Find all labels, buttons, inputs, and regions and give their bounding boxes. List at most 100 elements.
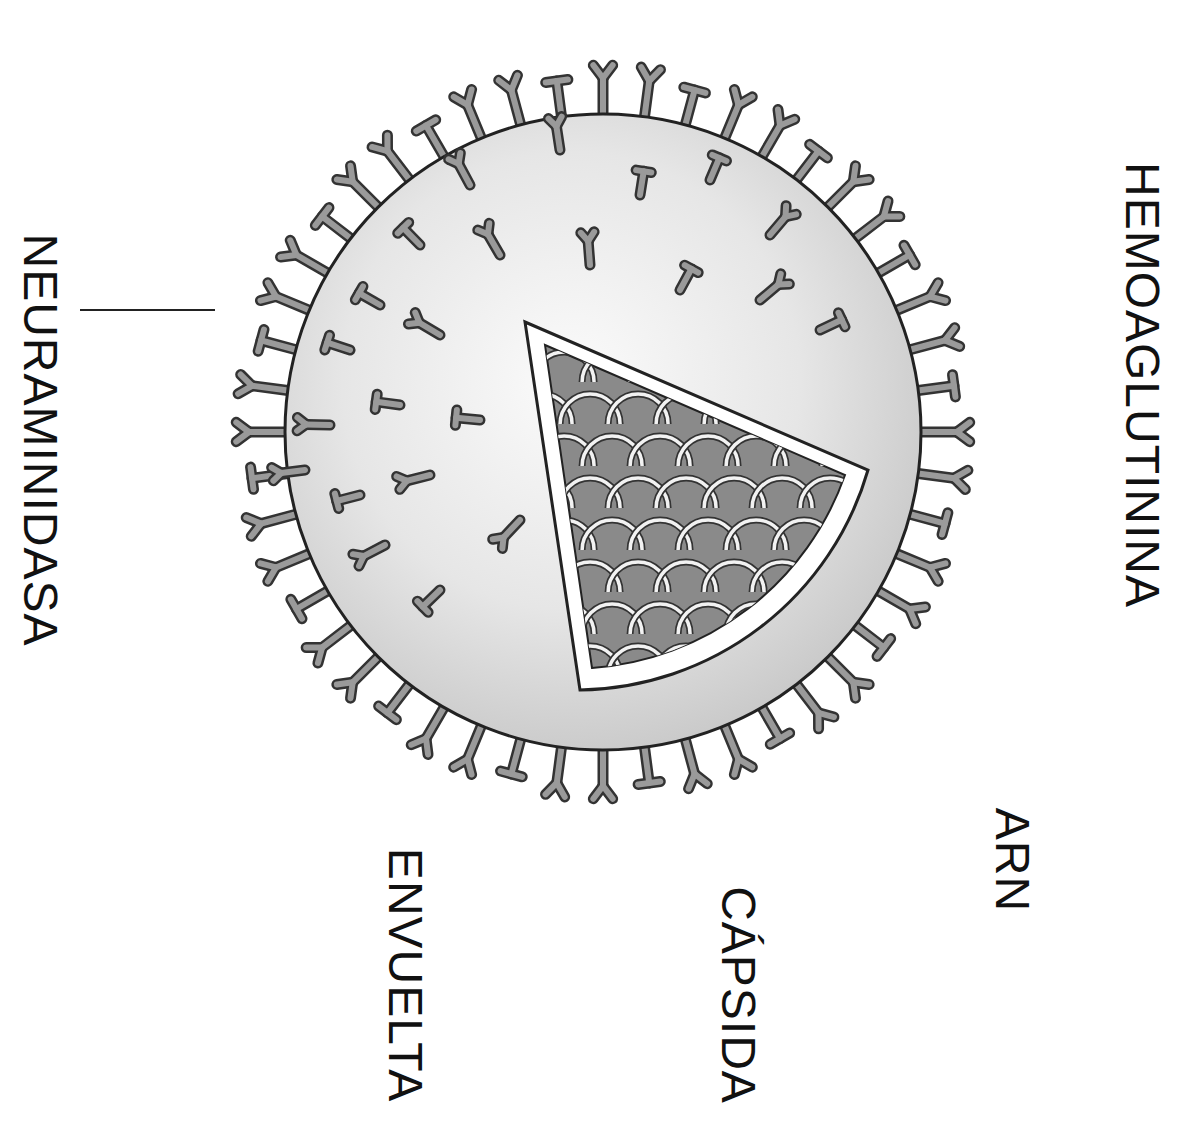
rna-coil: [774, 352, 834, 382]
glycoprotein-spike: [258, 330, 264, 352]
glycoprotein-spike: [853, 682, 869, 684]
rna-coil: [822, 436, 882, 466]
part-label: ARN: [988, 806, 1036, 914]
glycoprotein-spike: [760, 125, 780, 160]
glycoprotein-spike: [261, 513, 300, 523]
rna-coil: [630, 352, 690, 382]
glycoprotein-spike: [364, 545, 385, 556]
glycoprotein-spike: [468, 722, 483, 759]
rna-coil: [822, 520, 882, 550]
glycoprotein-spike: [499, 80, 512, 90]
glycoprotein-spike: [770, 217, 786, 235]
glycoprotein-spike: [593, 65, 603, 78]
glycoprotein-spike: [778, 274, 780, 285]
glycoprotein-spike: [351, 682, 353, 698]
rna-coil: [774, 352, 834, 382]
glycoprotein-spike: [734, 89, 738, 104]
rna-coil: [704, 394, 764, 424]
glycoprotein-spike: [236, 432, 249, 442]
rna-coil: [512, 646, 572, 676]
rna-coil: [726, 604, 786, 634]
glycoprotein-spike: [838, 313, 845, 327]
glycoprotein-spike: [557, 743, 562, 783]
glycoprotein-spike: [502, 537, 503, 548]
rna-coil: [822, 520, 882, 550]
glycoprotein-spike: [819, 713, 834, 717]
rna-coil: [656, 310, 716, 340]
glycoprotein-spike: [875, 255, 910, 275]
glycoprotein-spike: [910, 607, 926, 609]
rna-coil: [800, 394, 860, 424]
glycoprotein-spike: [417, 601, 428, 612]
rna-coil: [512, 310, 572, 340]
glycoprotein-spike: [644, 81, 649, 121]
glycoprotein-spike: [325, 335, 330, 350]
rna-coil: [704, 394, 764, 424]
glycoprotein-spike: [258, 330, 264, 352]
glycoprotein-spike: [281, 255, 297, 257]
rna-coil: [726, 604, 786, 634]
glycoprotein-spike: [546, 80, 568, 83]
glycoprotein-spike: [685, 265, 699, 272]
glycoprotein-spike: [296, 255, 331, 275]
glycoprotein-spike: [906, 513, 945, 523]
cutaway-wedge: [525, 322, 868, 690]
glycoprotein-spike: [930, 283, 938, 297]
glycoprotein-spike: [297, 424, 306, 430]
glycoprotein-spike: [423, 590, 440, 607]
rna-coil: [800, 646, 860, 676]
glycoprotein-spike: [376, 402, 400, 405]
glycoprotein-spike: [372, 147, 387, 151]
glycoprotein-spike: [353, 182, 381, 210]
glycoprotein-spike: [351, 682, 353, 698]
glycoprotein-spike: [556, 126, 560, 150]
glycoprotein-spike: [379, 706, 397, 720]
glycoprotein-spike: [695, 774, 708, 784]
glycoprotein-spike: [416, 120, 435, 131]
rna-coil: [608, 310, 668, 340]
glycoprotein-spike: [249, 427, 289, 438]
rna-coil: [560, 310, 620, 340]
glycoprotein-spike: [419, 323, 440, 335]
glycoprotein-spike: [770, 217, 786, 235]
glycoprotein-spike: [853, 166, 855, 182]
glycoprotein-spike: [273, 473, 281, 481]
glycoprotein-spike: [684, 735, 694, 774]
glycoprotein-spike: [364, 545, 385, 556]
glycoprotein-spike: [593, 65, 603, 78]
glycoprotein-spike: [640, 171, 644, 195]
glycoprotein-spike: [710, 158, 719, 180]
glycoprotein-spike: [893, 297, 930, 312]
glycoprotein-spike: [488, 234, 500, 255]
glycoprotein-spike: [276, 552, 313, 567]
glycoprotein-spike: [325, 335, 330, 350]
rna-coil: [704, 310, 764, 340]
glycoprotein-spike: [680, 269, 691, 290]
glycoprotein-spike: [327, 343, 350, 350]
glycoprotein-spike: [468, 759, 472, 774]
glycoprotein-spike: [335, 494, 339, 509]
glycoprotein-spike: [852, 623, 884, 647]
rna-coil: [608, 646, 668, 676]
glycoprotein-spike: [638, 782, 660, 785]
glycoprotein-spike: [261, 340, 300, 350]
glycoprotein-spike: [783, 206, 790, 217]
rna-coil: [822, 436, 882, 466]
glycoprotein-spike: [268, 567, 276, 581]
glycoprotein-spike: [930, 283, 938, 297]
glycoprotein-spike: [426, 739, 428, 755]
glycoprotein-spike: [468, 759, 472, 774]
rna-coil: [656, 646, 716, 676]
glycoprotein-spike: [426, 739, 428, 755]
glycoprotein-spike: [910, 607, 926, 609]
glycoprotein-spike: [387, 151, 411, 183]
rna-coil: [704, 310, 764, 340]
glycoprotein-spike: [426, 704, 446, 739]
glycoprotein-spike: [770, 733, 789, 744]
glycoprotein-spike: [407, 475, 430, 481]
glycoprotein-spike: [852, 623, 884, 647]
glycoprotein-spike: [557, 743, 562, 783]
glycoprotein-spike: [712, 155, 726, 161]
rna-coil: [774, 520, 834, 550]
